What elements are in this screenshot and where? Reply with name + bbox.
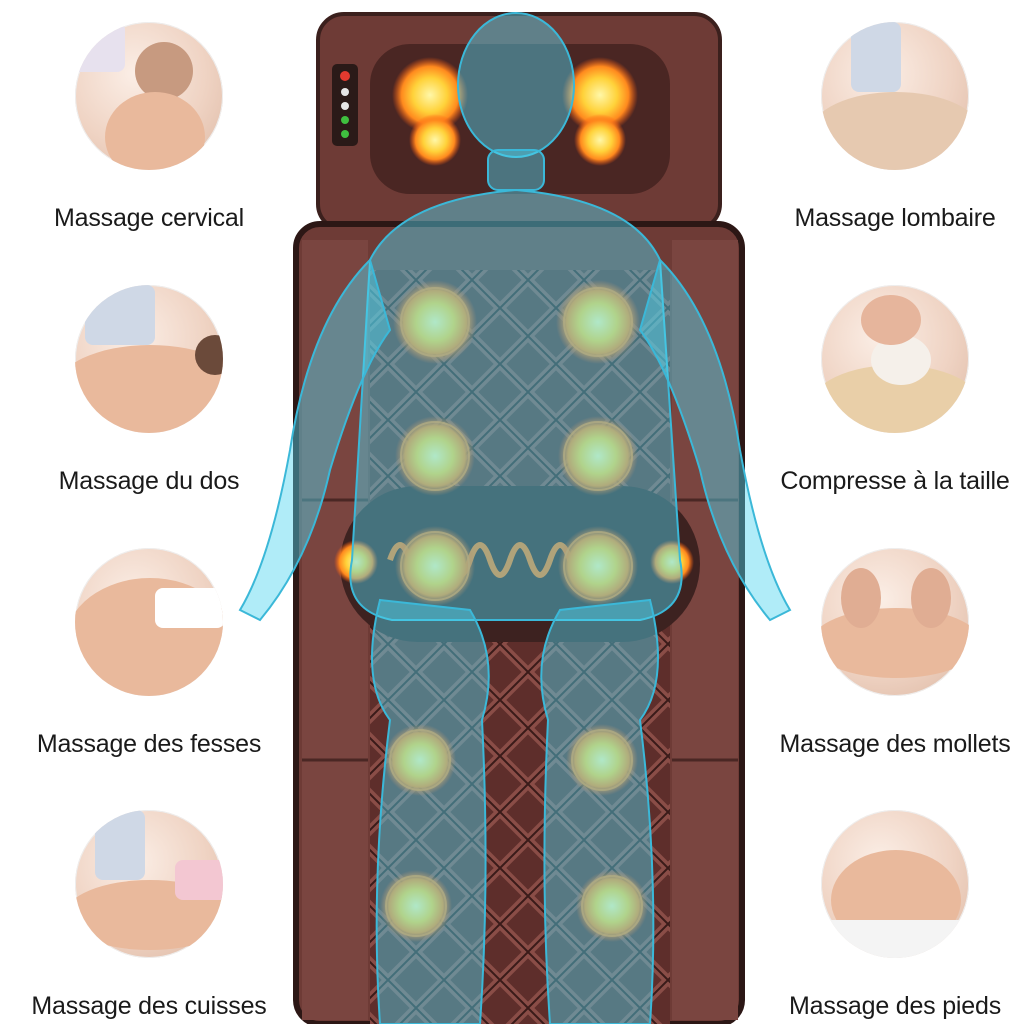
feature-fesses: Massage des fesses: [24, 548, 274, 759]
waist-compress-photo: [821, 285, 969, 433]
feature-label: Massage des cuisses: [31, 992, 267, 1020]
foot-massage-photo: [821, 810, 969, 958]
feature-mollets: Massage des mollets: [770, 548, 1020, 759]
feature-cuisses: Massage des cuisses: [24, 810, 274, 1021]
vibration-nodes: [380, 280, 648, 942]
calf-massage-photo: [821, 548, 969, 696]
feature-label: Massage lombaire: [794, 204, 996, 232]
feature-label: Massage des mollets: [779, 730, 1011, 758]
feature-compresse: Compresse à la taille: [770, 285, 1020, 496]
feature-label: Compresse à la taille: [780, 467, 1010, 495]
buttocks-massage-photo: [75, 548, 223, 696]
feature-pieds: Massage des pieds: [770, 810, 1020, 1021]
lumbar-massage-photo: [821, 22, 969, 170]
feature-label: Massage cervical: [54, 204, 244, 232]
feature-cervical: Massage cervical: [24, 22, 274, 233]
thigh-massage-photo: [75, 810, 223, 958]
back-massage-photo: [75, 285, 223, 433]
cervical-massage-photo: [75, 22, 223, 170]
feature-label: Massage des pieds: [788, 992, 1001, 1020]
feature-lombaire: Massage lombaire: [770, 22, 1020, 233]
feature-label: Massage des fesses: [36, 730, 262, 758]
massage-mat-illustration: [238, 12, 792, 1024]
feature-label: Massage du dos: [58, 467, 240, 495]
feature-dos: Massage du dos: [24, 285, 274, 496]
body-silhouette: [238, 12, 792, 1024]
